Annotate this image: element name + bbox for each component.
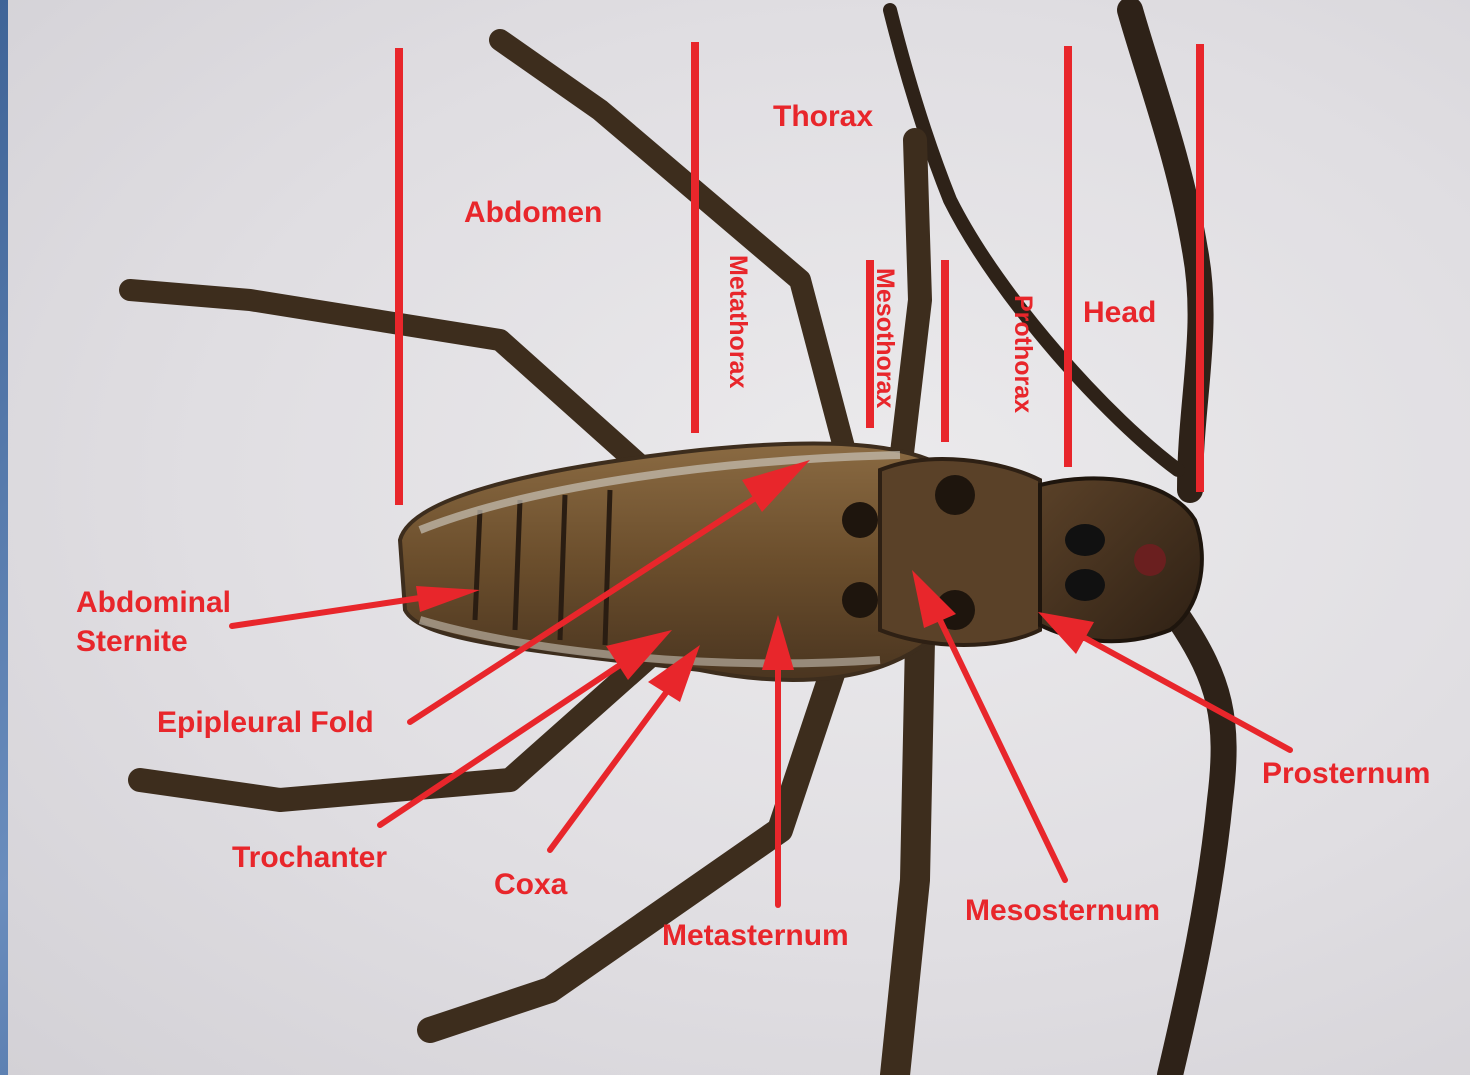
eye <box>1065 524 1105 556</box>
label-abdominal-sternite-line1: Abdominal <box>76 586 231 619</box>
label-coxa: Coxa <box>494 868 568 901</box>
left-antenna <box>890 10 1201 490</box>
label-prosternum: Prosternum <box>1262 757 1430 790</box>
label-epipleural-fold: Epipleural Fold <box>157 706 374 739</box>
label-prothorax: Prothorax <box>1009 295 1037 413</box>
coxa-mid-upper <box>842 502 878 538</box>
label-abdominal-sternite-line2: Sternite <box>76 625 188 658</box>
label-thorax: Thorax <box>773 100 873 133</box>
arrow-metasternum <box>762 615 794 905</box>
mouthparts <box>1134 544 1166 576</box>
label-trochanter: Trochanter <box>232 841 387 874</box>
arrow-trochanter <box>380 630 672 825</box>
label-metathorax: Metathorax <box>724 255 752 388</box>
label-head: Head <box>1083 296 1156 329</box>
coxa-mid-lower <box>842 582 878 618</box>
label-mesosternum: Mesosternum <box>965 894 1160 927</box>
eye-lower <box>1065 569 1105 601</box>
label-metasternum: Metasternum <box>662 919 849 952</box>
label-abdomen: Abdomen <box>464 196 602 229</box>
label-mesothorax: Mesothorax <box>871 268 899 408</box>
coxa-upper <box>935 475 975 515</box>
